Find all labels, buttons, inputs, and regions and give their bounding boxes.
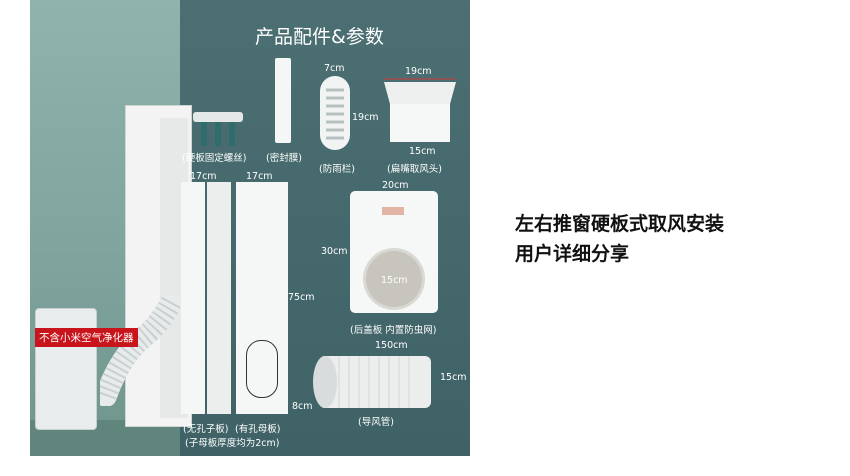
- plate-no-hole-a: [181, 182, 205, 414]
- hose-label: (导风管): [358, 417, 394, 428]
- cover-hole: 15cm: [381, 275, 408, 286]
- nozzle-bottom-width: 15cm: [409, 146, 436, 157]
- rain-guard-width: 7cm: [324, 63, 345, 74]
- plate1-width: 17cm: [190, 171, 217, 182]
- side-line-1: 左右推窗硬板式取风安装: [515, 213, 725, 235]
- flat-nozzle-label: (扁嘴取风头): [387, 164, 442, 175]
- hose-length: 150cm: [375, 340, 408, 351]
- plate-no-hole-label: (无孔子板): [183, 424, 229, 435]
- plate-with-hole: [236, 182, 288, 414]
- page-title: 产品配件&参数: [255, 26, 384, 48]
- seal-label: (密封膜): [266, 153, 302, 164]
- plate-bottom: 8cm: [292, 401, 313, 412]
- plate-thickness-label: (子母板厚度均为2cm): [185, 438, 280, 449]
- rain-guard-label: (防雨栏): [319, 164, 355, 175]
- air-purifier-illustration: [35, 308, 97, 430]
- plate-no-hole-b: [207, 182, 231, 414]
- plate2-width: 17cm: [246, 171, 273, 182]
- hose-illustration: [313, 356, 431, 408]
- side-description: 左右推窗硬板式取风安装 用户详细分享: [515, 209, 835, 269]
- back-cover-label: (后盖板 内置防虫网): [350, 325, 437, 336]
- hose-installed-illustration: [100, 296, 180, 406]
- plate-hole-label: (有孔母板): [235, 424, 281, 435]
- rain-guard-height: 19cm: [352, 112, 379, 123]
- seal-strip-illustration: [275, 58, 291, 143]
- cover-height: 30cm: [321, 246, 348, 257]
- product-image-panel: 不含小米空气净化器 产品配件&参数 (硬板固定螺丝) (密封膜) 7cm 19c…: [30, 0, 470, 456]
- cover-width: 20cm: [382, 180, 409, 191]
- screw-illustration: [193, 112, 243, 146]
- exclusion-tag: 不含小米空气净化器: [35, 328, 138, 347]
- plate-height: 75cm: [288, 292, 315, 303]
- nozzle-width: 19cm: [405, 66, 432, 77]
- hose-diameter: 15cm: [440, 372, 467, 383]
- flat-nozzle-illustration: [384, 78, 456, 142]
- back-cover-illustration: [350, 191, 438, 313]
- side-line-2: 用户详细分享: [515, 243, 630, 265]
- screw-label: (硬板固定螺丝): [182, 153, 247, 164]
- rain-guard-illustration: [320, 76, 350, 150]
- plate-hole-outline: [246, 340, 278, 398]
